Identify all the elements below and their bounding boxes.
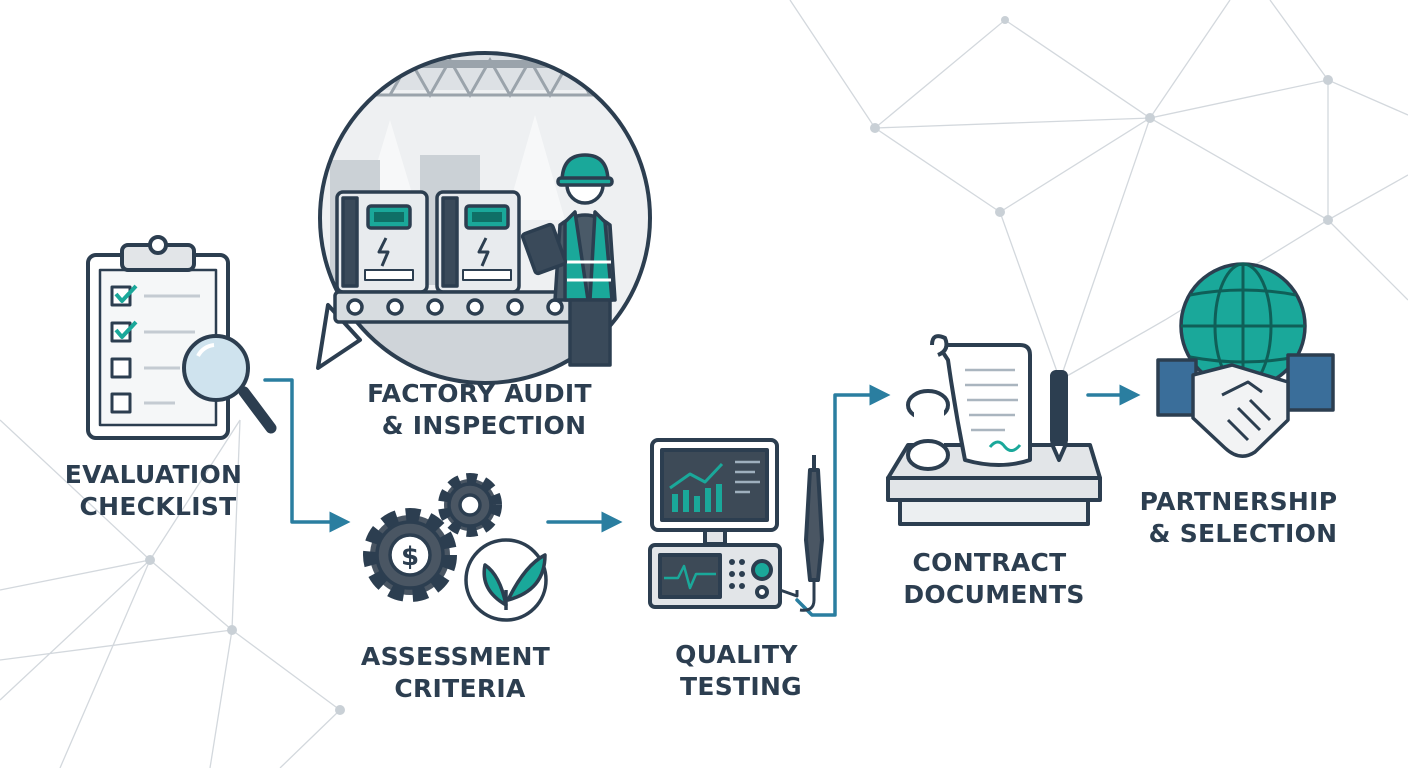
factory-audit-label: FACTORY AUDIT & INSPECTION — [367, 379, 601, 440]
monitor-oscilloscope-probe-icon — [648, 438, 824, 612]
gears-dollar-leaf-icon: $ — [363, 473, 548, 622]
label-line: TESTING — [680, 672, 802, 701]
assessment-criteria-label: ASSESSMENT CRITERIA — [361, 642, 559, 703]
label-line: ASSESSMENT — [361, 642, 550, 671]
small-gear-icon — [438, 473, 502, 537]
label-line: & INSPECTION — [382, 411, 587, 440]
label-line: PARTNERSHIP — [1140, 487, 1338, 516]
connector-1 — [263, 378, 351, 533]
clipboard-magnifier-icon — [86, 235, 277, 440]
label-line: EVALUATION — [65, 460, 243, 489]
step-labels: EVALUATION CHECKLIST FACTORY AUDIT & INS… — [65, 379, 1347, 703]
evaluation-checklist-label: EVALUATION CHECKLIST — [65, 460, 252, 521]
label-line: CHECKLIST — [79, 492, 236, 521]
label-line: DOCUMENTS — [903, 580, 1084, 609]
contract-scroll-pen-icon — [886, 334, 1102, 526]
globe-handshake-icon — [1156, 262, 1335, 458]
label-line: CONTRACT — [913, 548, 1067, 577]
label-line: CRITERIA — [394, 674, 526, 703]
leaf-icon — [464, 538, 548, 622]
dollar-gear-icon: $ — [363, 508, 457, 602]
partnership-selection-label: PARTNERSHIP & SELECTION — [1140, 487, 1347, 548]
label-line: & SELECTION — [1149, 519, 1338, 548]
svg-text:$: $ — [401, 542, 419, 572]
quality-testing-label: QUALITY TESTING — [675, 640, 807, 701]
label-line: QUALITY — [675, 640, 798, 669]
factory-worker-tablet-icon — [316, 51, 652, 385]
label-line: FACTORY AUDIT — [367, 379, 592, 408]
contract-documents-label: CONTRACT DOCUMENTS — [903, 548, 1084, 609]
